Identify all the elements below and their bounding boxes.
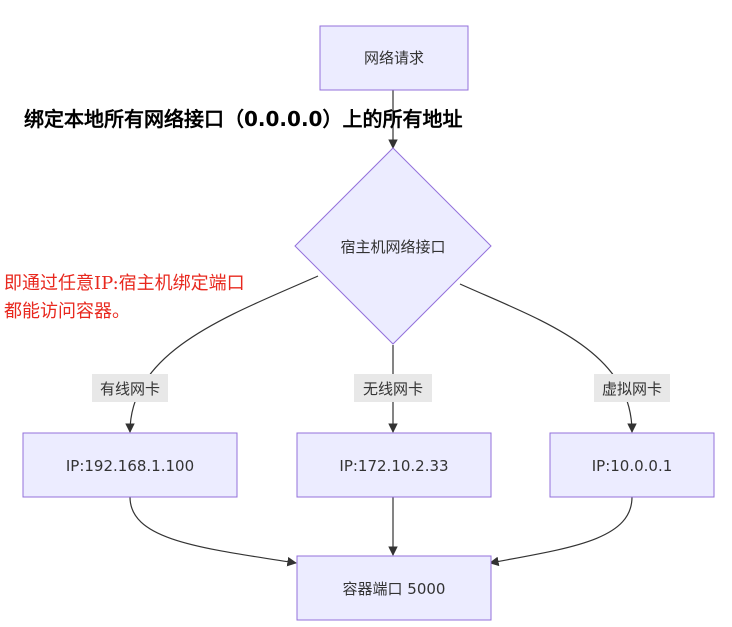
edge-label-wired: 有线网卡 [92,374,168,402]
node-container-port-label: 容器端口 5000 [343,580,446,598]
node-host-interface-label: 宿主机网络接口 [340,238,445,256]
edge-label-wireless-text: 无线网卡 [363,380,423,398]
node-virtual-ip: IP:10.0.0.1 [549,432,715,498]
node-wired-ip-label: IP:192.168.1.100 [66,457,194,475]
node-host-interface: 宿主机网络接口 [294,147,492,345]
edge-label-virtual-text: 虚拟网卡 [602,380,662,398]
edge-label-virtual: 虚拟网卡 [594,374,670,402]
diagram-heading: 绑定本地所有网络接口（0.0.0.0）上的所有地址 [24,107,462,131]
edge-virtual-to-container [489,496,633,567]
note-line-1: 即通过任意IP:宿主机绑定端口 [4,273,245,294]
edge-host-to-virtual [459,283,637,433]
edge-wired-to-container [129,496,297,567]
node-container-port: 容器端口 5000 [296,555,492,621]
edge-label-wireless: 无线网卡 [354,374,432,402]
node-wireless-ip-label: IP:172.10.2.33 [339,457,448,475]
node-virtual-ip-label: IP:10.0.0.1 [592,457,673,475]
node-wireless-ip: IP:172.10.2.33 [296,432,492,498]
edges [125,90,637,567]
edge-host-to-wired [125,275,319,433]
edge-label-wired-text: 有线网卡 [100,380,160,398]
node-request: 网络请求 [319,25,469,91]
note-line-2: 都能访问容器。 [4,301,130,322]
node-request-label: 网络请求 [364,49,424,67]
node-wired-ip: IP:192.168.1.100 [22,432,238,498]
